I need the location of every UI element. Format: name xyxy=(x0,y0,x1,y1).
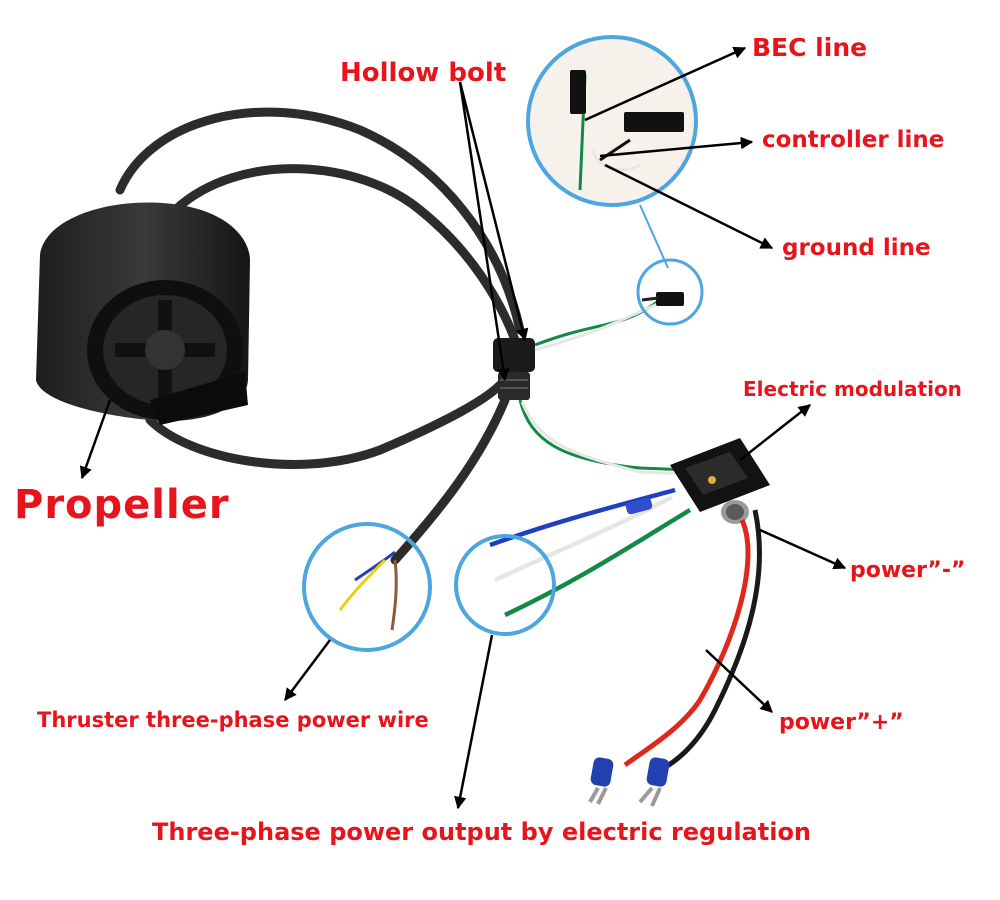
thruster-motor-icon xyxy=(36,202,250,425)
label-propeller: Propeller xyxy=(14,482,230,528)
label-bec-line: BEC line xyxy=(752,33,868,62)
servo-connector-icon xyxy=(641,292,684,306)
signal-wire xyxy=(518,298,691,476)
label-power-positive: power”+” xyxy=(779,710,904,735)
label-controller-line: controller line xyxy=(762,127,945,153)
bec-callout xyxy=(526,35,698,269)
thruster-wire-callout xyxy=(302,522,432,652)
label-ground-line: ground line xyxy=(782,235,931,261)
label-power-negative: power”-” xyxy=(850,558,966,583)
annotation-arrows xyxy=(79,46,847,810)
label-hollow-bolt: Hollow bolt xyxy=(340,58,507,88)
label-electric-modulation: Electric modulation xyxy=(743,377,962,401)
label-power-output: Three-phase power output by electric reg… xyxy=(152,818,812,846)
connector-callout xyxy=(636,258,704,326)
esc-phase-wires xyxy=(489,487,692,618)
phase-output-callout xyxy=(454,534,556,636)
fork-terminal-icon xyxy=(588,757,670,807)
label-thruster-wire: Thruster three-phase power wire xyxy=(37,708,429,732)
power-wires xyxy=(623,509,762,773)
